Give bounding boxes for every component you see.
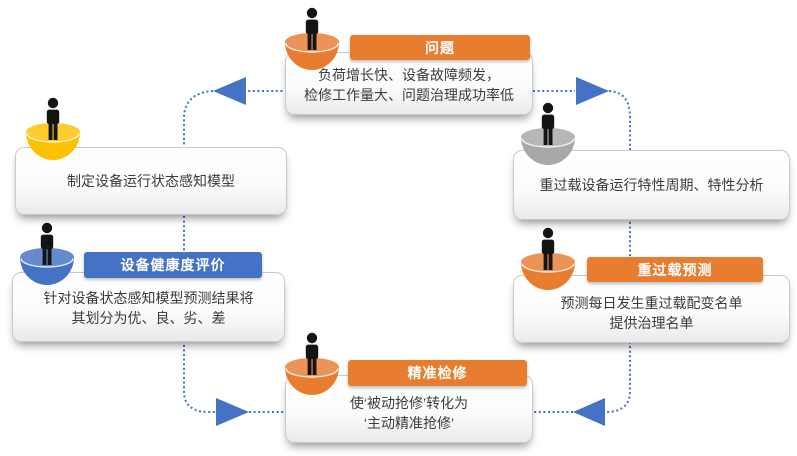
node-text-line: 负荷增长快、设备故障频发， [318, 67, 500, 83]
person-icon [305, 7, 319, 50]
node-text-line: ‘主动精准抢修’ [363, 415, 455, 431]
arrowhead-right2-icon [576, 77, 609, 105]
person-icon [40, 222, 54, 265]
flow-line-right-vertical [605, 90, 631, 413]
person-on-bowl-icon [285, 7, 339, 70]
node-text-line: 重过载设备运行特性周期、特性分析 [539, 177, 764, 193]
person-on-bowl-icon [19, 221, 75, 287]
person-on-bowl-icon [285, 332, 339, 395]
person-on-bowl-icon [284, 6, 340, 72]
node-precise-maintenance-badge: 精准检修 [348, 360, 527, 386]
node-overload-forecast-badge: 重过载预测 [587, 257, 763, 282]
node-text-line: 使‘被动抢修’转化为 [349, 395, 469, 411]
flow-line-left-vertical [183, 90, 215, 413]
node-overload-analysis-card: 重过载设备运行特性周期、特性分析 [513, 150, 790, 220]
person-icon [541, 227, 555, 270]
node-problem-badge: 问题 [350, 35, 530, 60]
node-text-line: 制定设备运行状态感知模型 [67, 173, 235, 189]
person-icon [46, 97, 60, 140]
node-text-line: 预测每日发生重过载配变名单 [560, 295, 743, 311]
arrowhead-left-icon [213, 77, 246, 105]
person-on-bowl-icon [20, 222, 74, 285]
person-on-bowl-icon [520, 226, 576, 292]
arrowhead-right-icon [216, 398, 249, 426]
person-on-bowl-icon [521, 102, 575, 165]
person-on-bowl-icon [284, 331, 340, 397]
node-health-evaluation-badge: 设备健康度评价 [84, 252, 262, 278]
person-on-bowl-icon [25, 96, 81, 162]
person-icon [541, 102, 555, 145]
node-text-line: 提供治理名单 [609, 315, 694, 331]
node-health-evaluation-card: 针对设备状态感知模型预测结果将 其划分为优、良、劣、差 [12, 272, 285, 342]
node-text-line: 检修工作量大、问题治理成功率低 [304, 87, 514, 103]
person-icon [305, 332, 319, 375]
person-on-bowl-icon [520, 101, 576, 167]
node-problem-card: 负荷增长快、设备故障频发， 检修工作量大、问题治理成功率低 [285, 52, 533, 115]
arrowhead-left2-icon [573, 398, 605, 426]
person-on-bowl-icon [521, 227, 575, 290]
person-on-bowl-icon [26, 97, 80, 160]
node-text-line: 针对设备状态感知模型预测结果将 [43, 290, 254, 306]
node-text-line: 其划分为优、良、劣、差 [71, 310, 226, 326]
